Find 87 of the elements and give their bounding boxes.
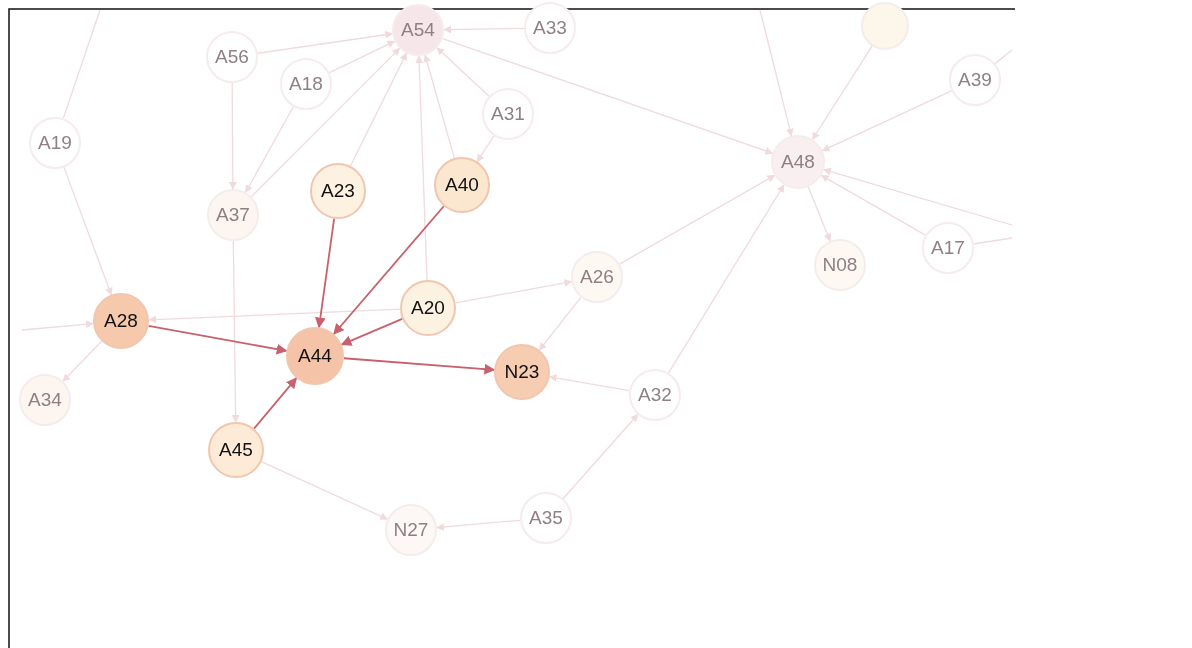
connector-line [973, 237, 1013, 245]
node-label: A37 [216, 204, 250, 226]
arrow [548, 374, 631, 392]
arrow [823, 167, 1013, 226]
arrow [333, 205, 445, 335]
connector-line [994, 49, 1013, 65]
node-label: A44 [298, 345, 332, 367]
arrow [811, 45, 873, 140]
node-label: N08 [822, 254, 858, 276]
node-label: A45 [219, 439, 253, 461]
node-label: N27 [393, 519, 429, 541]
arrow [349, 52, 408, 167]
graph-node [400, 280, 456, 336]
arrow [821, 90, 953, 152]
node-label: A23 [321, 180, 355, 202]
node-label: A54 [401, 19, 435, 41]
arrow [759, 9, 794, 137]
arrow [63, 166, 113, 296]
arrow [441, 37, 774, 155]
arrow [253, 377, 298, 430]
arrow [807, 186, 832, 242]
node-label: A20 [411, 297, 445, 319]
node-label: A19 [38, 132, 72, 154]
node-label: A35 [529, 507, 563, 529]
empty-node-circle [861, 2, 909, 50]
graph-node [385, 504, 437, 556]
graph-node [208, 422, 264, 478]
graph-node [922, 222, 974, 274]
graph-node [482, 88, 534, 140]
graph-node [286, 327, 344, 385]
node-label: A33 [533, 17, 567, 39]
node-label: A26 [580, 266, 614, 288]
node-label: A28 [104, 310, 138, 332]
graph-node [29, 117, 81, 169]
arrow [315, 217, 336, 329]
graph-node [814, 239, 866, 291]
graph-node [520, 492, 572, 544]
arrow [667, 184, 785, 374]
graph-node [19, 374, 71, 426]
graph-node [771, 135, 825, 189]
arrow [415, 55, 428, 281]
node-label: A40 [445, 174, 479, 196]
arrow [436, 47, 490, 97]
arrow [618, 174, 776, 265]
arrow [454, 279, 573, 304]
node-label: A17 [931, 237, 965, 259]
node-label: A56 [215, 46, 249, 68]
arrow [228, 82, 237, 190]
graph-node [310, 163, 366, 219]
connector-line [62, 9, 101, 120]
arrow [443, 25, 525, 34]
arrow [436, 519, 521, 531]
graph-node [949, 54, 1001, 106]
arrow [423, 54, 455, 159]
node-label: A18 [289, 73, 323, 95]
arrow [340, 318, 404, 346]
node-label: A39 [958, 69, 992, 91]
node-label: A31 [491, 103, 525, 125]
graph-node [392, 4, 444, 56]
graph-node [93, 293, 149, 349]
arrow [820, 174, 927, 236]
graph-node [629, 369, 681, 421]
node-label: A48 [781, 151, 815, 173]
arrow [538, 296, 582, 351]
arrow [257, 30, 394, 54]
graph-node [434, 157, 490, 213]
arrow [21, 320, 94, 331]
graph-node [280, 58, 332, 110]
arrow [231, 240, 240, 423]
arrow [250, 47, 401, 198]
arrow [260, 461, 389, 520]
node-label: A32 [638, 384, 672, 406]
graph-node [524, 2, 576, 54]
graph-node [206, 31, 258, 83]
arrow [343, 357, 496, 375]
graph-node [207, 189, 259, 241]
arrow [62, 340, 103, 382]
arrow [562, 413, 639, 500]
graph-node [571, 251, 623, 303]
arrow [328, 40, 396, 74]
node-label: A34 [28, 389, 62, 411]
arrow [245, 106, 294, 193]
node-label: N23 [504, 361, 540, 383]
arrow [147, 325, 288, 355]
graph-node [494, 344, 550, 400]
arrow [148, 308, 401, 324]
arrow [476, 135, 495, 163]
